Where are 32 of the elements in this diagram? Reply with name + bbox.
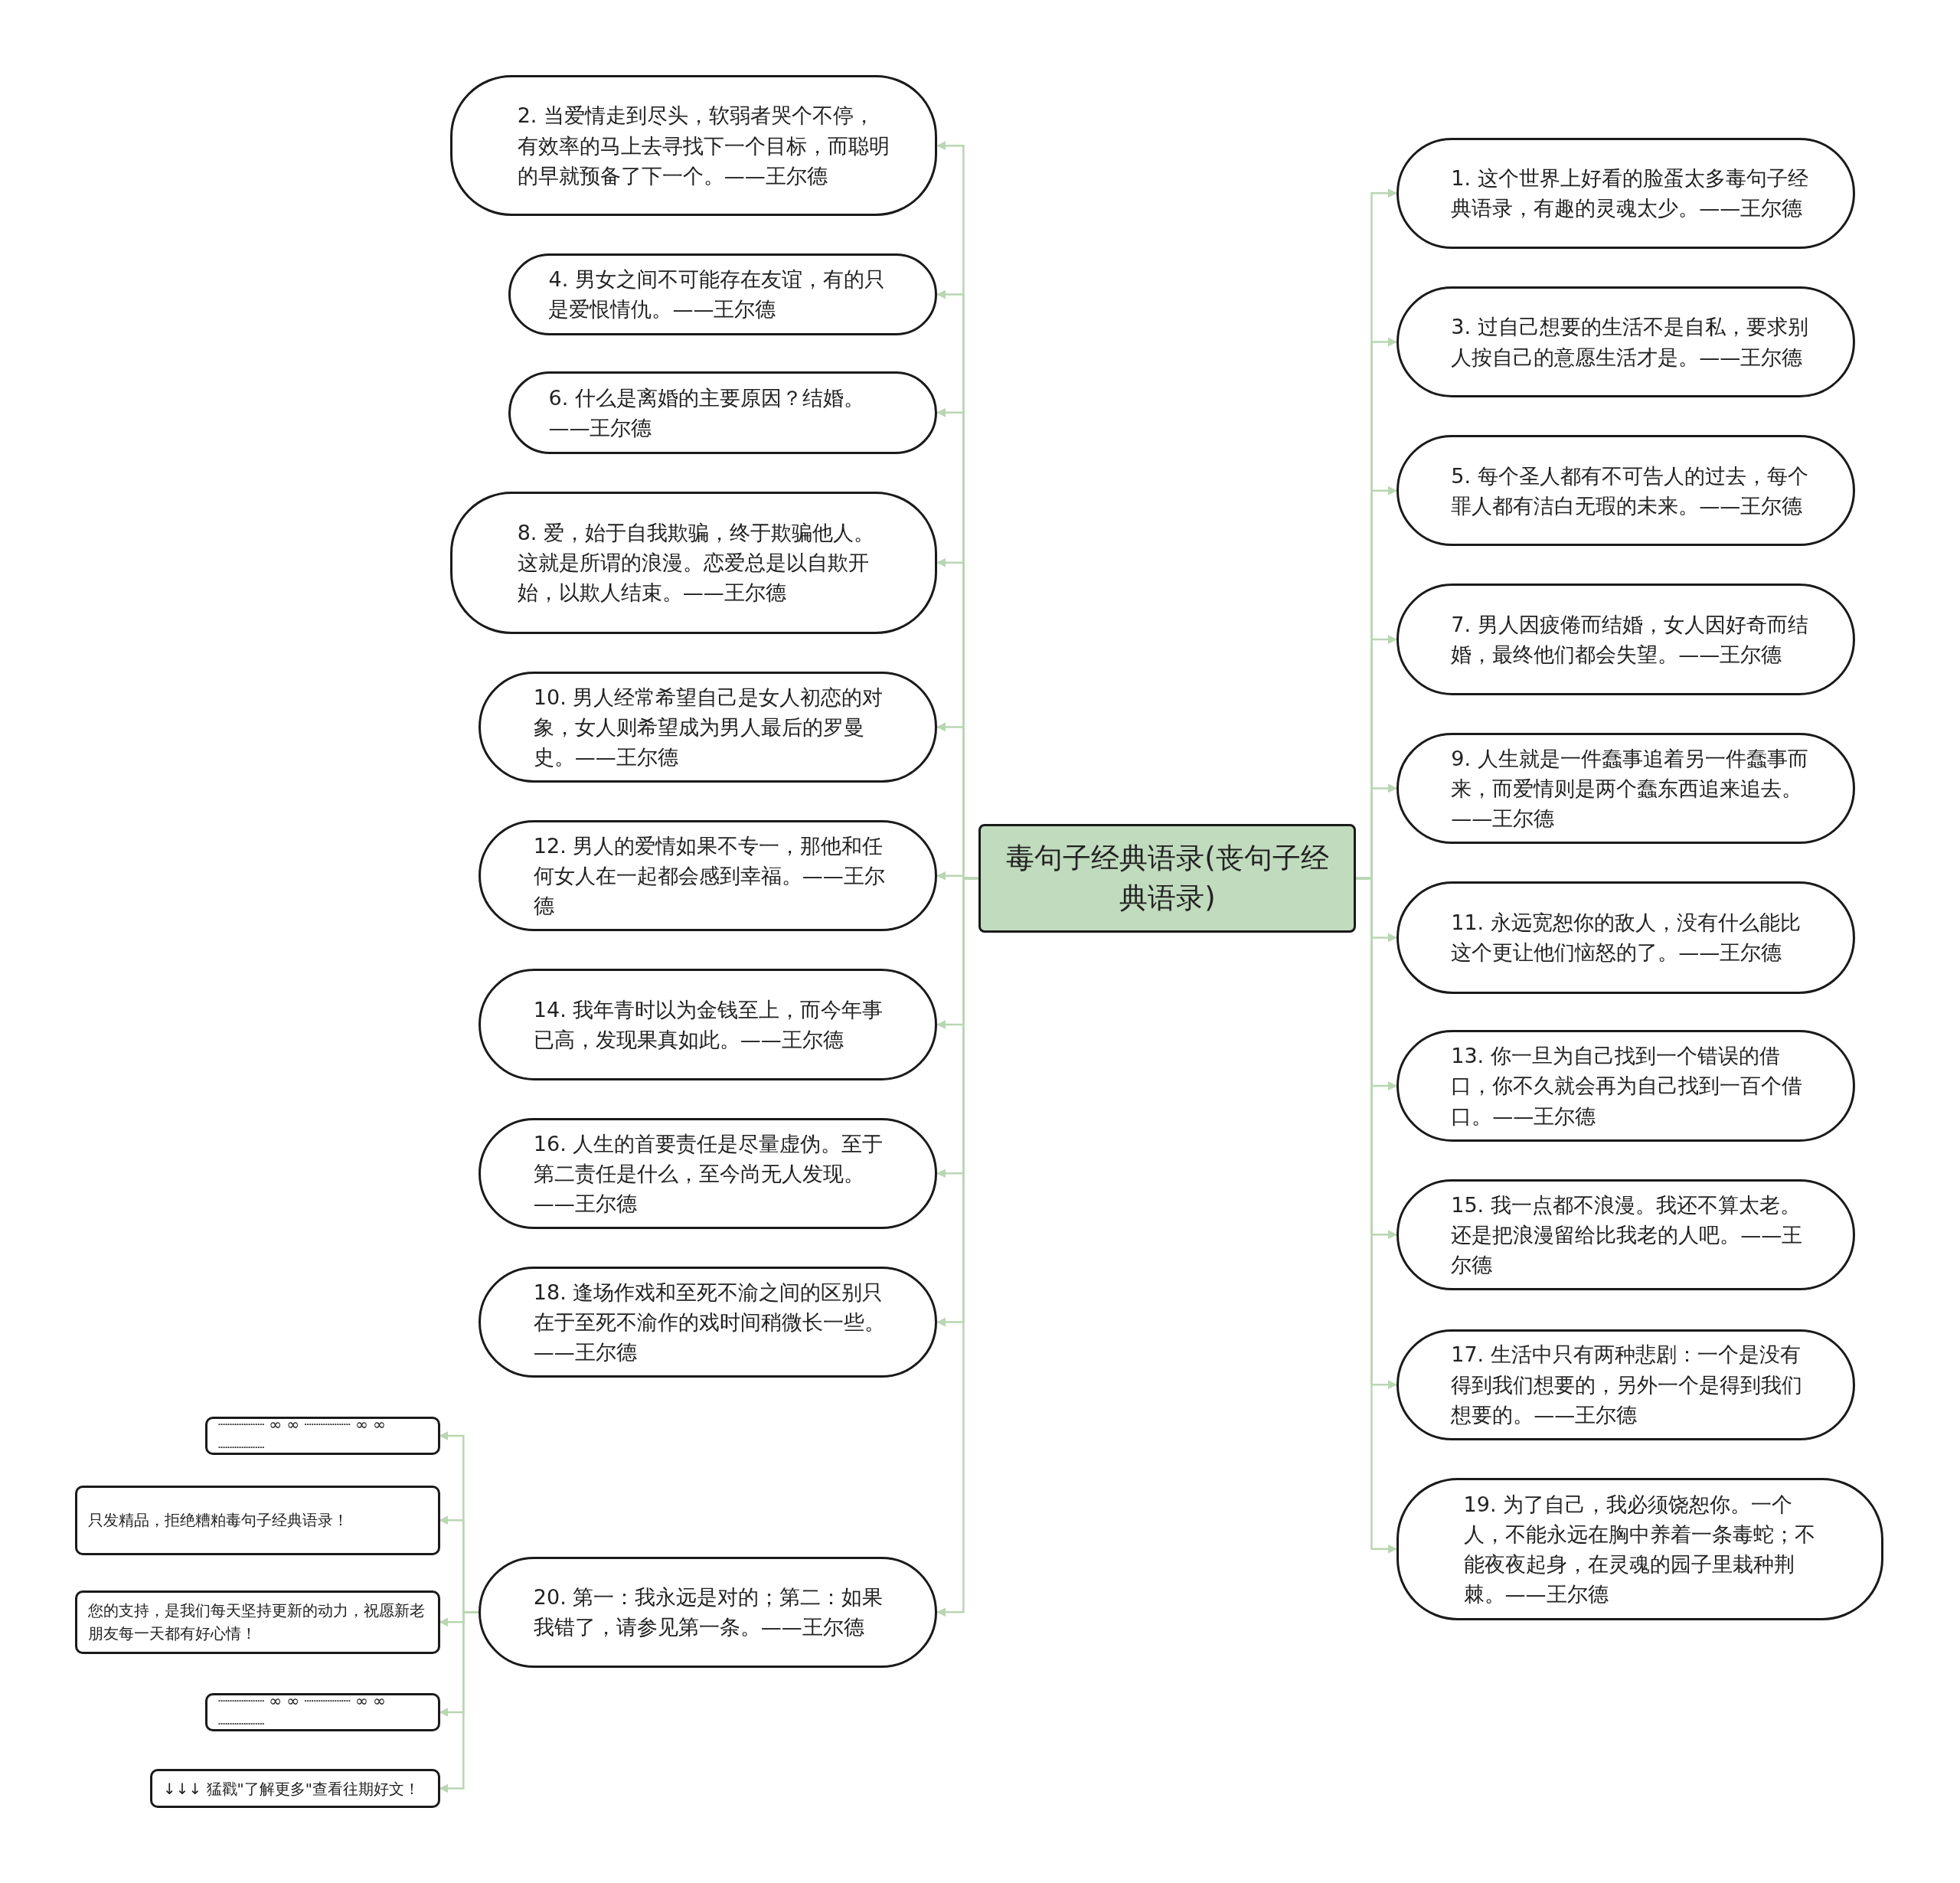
node-text: 11. 永远宽恕你的敌人，没有什么能比这个更让他们恼怒的了。——王尔德: [1451, 910, 1802, 966]
note-box: [204, 1416, 440, 1456]
note-box: [149, 1769, 440, 1808]
topic-title: 毒句子经典语录(丧句子经典语录): [1005, 841, 1330, 916]
note-box: [74, 1485, 440, 1555]
node-text: 16. 人生的首要责任是尽量虚伪。至于第二责任是什么，至今尚无人发现。——王尔德: [533, 1130, 884, 1217]
node-text: ┈┈┈┈┈ ∞ ∞ ┈┈┈┈┈ ∞ ∞ ┈┈┈┈┈: [217, 1414, 387, 1459]
node-text: 只发精品，拒绝糟粕毒句子经典语录！: [87, 1510, 348, 1532]
node-text: 14. 我年青时以为金钱至上，而今年事已高，发现果真如此。——王尔德: [533, 996, 884, 1053]
node-text: 8. 爱，始于自我欺骗，终于欺骗他人。这就是所谓的浪漫。恋爱总是以自欺开始，以欺人结束。——王尔德: [517, 519, 875, 606]
node-text: 您的支持，是我们每天坚持更新的动力，祝愿新老朋友每一天都有好心情！: [87, 1600, 426, 1645]
node-text: ↓↓↓ 猛戳"了解更多"查看往期好文！: [162, 1778, 420, 1800]
node-text: 1. 这个世界上好看的脸蛋太多毒句子经典语录，有趣的灵魂太少。——王尔德: [1451, 165, 1809, 222]
node-text: 17. 生活中只有两种悲剧：一个是没有得到我们想要的，另外一个是得到我们想要的。——王尔德: [1451, 1342, 1804, 1428]
node-text: 12. 男人的爱情如果不专一，那他和任何女人在一起都会感到幸福。——王尔德: [533, 832, 886, 920]
note-box: [204, 1692, 440, 1732]
node-text: 19. 为了自己，我必须饶恕你。一个人，不能永远在胸中养着一条毒蛇；不能夜夜起身，在灵魂的园子里栽种荆棘。——王尔德: [1463, 1491, 1816, 1607]
note-box: [74, 1590, 440, 1654]
node-text: 6. 什么是离婚的主要原因？结婚。——王尔德: [548, 384, 865, 441]
node-text: 9. 人生就是一件蠢事追着另一件蠢事而来，而爱情则是两个蠢东西追来追去。——王尔德: [1451, 745, 1809, 832]
node-text: 18. 逢场作戏和至死不渝之间的区别只在于至死不渝作的戏时间稍微长一些。——王尔德: [533, 1279, 886, 1366]
node-text: 4. 男女之间不可能存在友谊，有的只是爱恨情仇。——王尔德: [548, 266, 886, 323]
node-text: 13. 你一旦为自己找到一个错误的借口，你不久就会再为自己找到一百个借口。——王尔德: [1451, 1043, 1804, 1129]
node-text: 20. 第一：我永远是对的；第二：如果我错了，请参见第一条。——王尔德: [533, 1584, 884, 1641]
node-text: 2. 当爱情走到尽头，软弱者哭个不停，有效率的马上去寻找下一个目标，而聪明的早就预备了下一个。——王尔德: [517, 103, 890, 189]
node-text: ┈┈┈┈┈ ∞ ∞ ┈┈┈┈┈ ∞ ∞ ┈┈┈┈┈: [217, 1690, 387, 1734]
node-text: 10. 男人经常希望自己是女人初恋的对象，女人则希望成为男人最后的罗曼史。——王尔德: [533, 684, 884, 770]
node-text: 3. 过自己想要的生活不是自私，要求别人按自己的意愿生活才是。——王尔德: [1451, 314, 1809, 371]
root-topic-box: [978, 823, 1357, 933]
node-text: 15. 我一点都不浪漫。我还不算太老。还是把浪漫留给比我老的人吧。——王尔德: [1451, 1192, 1804, 1278]
node-text: 5. 每个圣人都有不可告人的过去，每个罪人都有洁白无瑕的未来。——王尔德: [1451, 463, 1809, 519]
node-text: 7. 男人因疲倦而结婚，女人因好奇而结婚，最终他们都会失望。——王尔德: [1451, 611, 1809, 669]
